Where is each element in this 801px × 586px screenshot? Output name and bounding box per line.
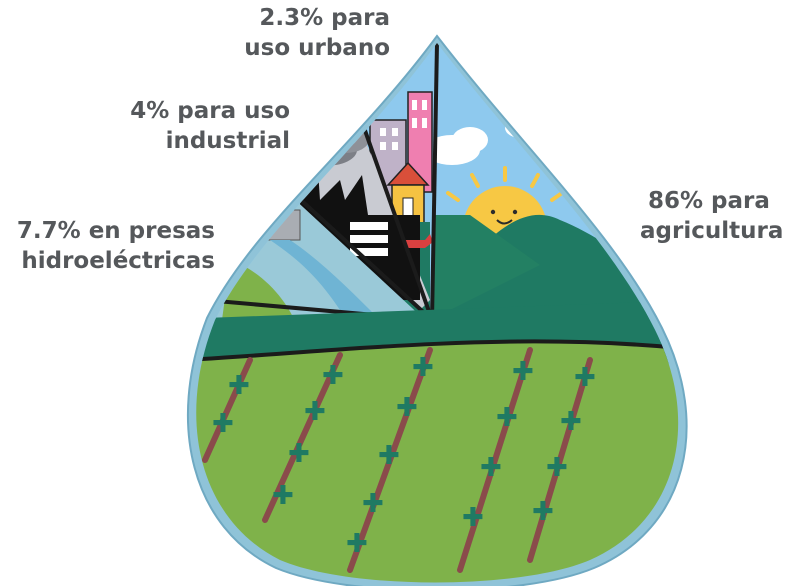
svg-text:✚: ✚	[322, 361, 344, 391]
label-agriculture-line1: 86% para	[648, 188, 770, 214]
svg-text:✚: ✚	[346, 529, 368, 559]
label-hydro-line1: 7.7% en presas	[16, 218, 215, 244]
svg-text:✚: ✚	[272, 481, 294, 511]
label-industrial: 4% para uso industrial	[120, 96, 290, 156]
label-agriculture: 86% para agricultura	[640, 186, 795, 246]
field	[196, 341, 679, 583]
label-urban-line1: 2.3% para	[259, 5, 390, 31]
svg-text:✚: ✚	[304, 397, 326, 427]
svg-text:✚: ✚	[362, 489, 384, 519]
crop-plants: ✚ ✚ ✚ ✚ ✚ ✚ ✚ ✚ ✚ ✚ ✚ ✚ ✚ ✚ ✚ ✚ ✚ ✚ ✚	[212, 353, 596, 559]
svg-text:✚: ✚	[546, 453, 568, 483]
svg-text:✚: ✚	[574, 363, 596, 393]
label-urban: 2.3% para uso urbano	[210, 3, 390, 63]
svg-text:✚: ✚	[512, 357, 534, 387]
crop-rows	[202, 347, 593, 573]
label-industrial-line2: industrial	[165, 128, 290, 154]
svg-text:✚: ✚	[212, 409, 234, 439]
svg-text:✚: ✚	[462, 503, 484, 533]
label-industrial-line1: 4% para uso	[130, 98, 290, 124]
svg-text:✚: ✚	[532, 497, 554, 527]
svg-text:✚: ✚	[378, 441, 400, 471]
label-hydro-line2: hidroeléctricas	[21, 248, 215, 274]
label-urban-line2: uso urbano	[244, 35, 390, 61]
svg-text:✚: ✚	[396, 393, 418, 423]
svg-text:✚: ✚	[288, 439, 310, 469]
label-hydro: 7.7% en presas hidroeléctricas	[10, 216, 215, 276]
svg-text:✚: ✚	[496, 403, 518, 433]
svg-text:✚: ✚	[560, 407, 582, 437]
svg-text:✚: ✚	[412, 353, 434, 383]
label-agriculture-line2: agricultura	[640, 218, 784, 244]
svg-text:✚: ✚	[480, 453, 502, 483]
svg-text:✚: ✚	[228, 371, 250, 401]
